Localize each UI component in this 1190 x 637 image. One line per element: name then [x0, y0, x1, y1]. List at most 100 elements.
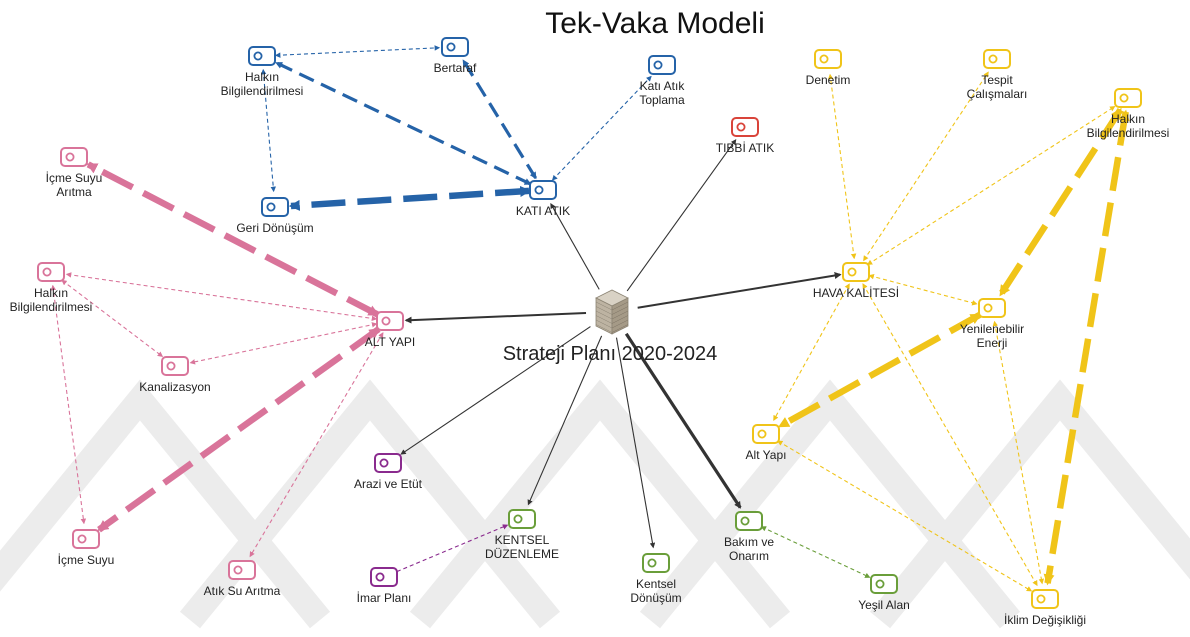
- tag-icon: [72, 529, 100, 549]
- edge-kati_atik-kati_atik_toplama: [551, 75, 652, 181]
- tag-icon: [642, 553, 670, 573]
- edge-alt_yapi-atik_su_aritma: [249, 332, 384, 558]
- node-imar[interactable]: İmar Planı: [357, 567, 412, 605]
- edge-alt_yapi-icme_suyu_aritma: [86, 161, 380, 318]
- node-label: İmar Planı: [357, 591, 412, 605]
- node-label: Bertaraf: [434, 61, 477, 75]
- node-label: Kanalizasyon: [139, 380, 210, 394]
- diagram-title: Tek-Vaka Modeli: [545, 7, 765, 40]
- node-label: Alt Yapı: [746, 448, 787, 462]
- edge-center-kati_atik: [550, 202, 600, 290]
- node-kati-atik[interactable]: KATI ATIK: [516, 180, 570, 218]
- node-bertaraf[interactable]: Bertaraf: [434, 37, 477, 75]
- edge-hava-denetim: [827, 73, 857, 260]
- edge-halkin_pink-kanalizasyon: [61, 279, 164, 357]
- tag-icon: [814, 49, 842, 69]
- tag-icon: [529, 180, 557, 200]
- tag-icon: [441, 37, 469, 57]
- tag-icon: [648, 55, 676, 75]
- node-iklim[interactable]: İklim Değişikliği: [1004, 589, 1086, 627]
- edge-center-kentsel_duzenleme: [527, 335, 603, 506]
- node-tibbi-atik[interactable]: TIBBİ ATIK: [716, 117, 774, 155]
- tag-icon: [376, 311, 404, 331]
- edge-kati_atik-geri_donusum: [288, 185, 532, 211]
- edge-center-hava: [637, 272, 842, 309]
- tag-icon: [1031, 589, 1059, 609]
- node-label: Atık Su Arıtma: [204, 584, 281, 598]
- node-atik-su-aritma[interactable]: Atık Su Arıtma: [204, 560, 281, 598]
- edge-kati_atik-halkin_blue: [275, 61, 532, 186]
- tag-icon: [161, 356, 189, 376]
- node-label: ALT YAPI: [365, 335, 415, 349]
- edge-alt_yapi-kanalizasyon: [189, 322, 378, 365]
- edge-bakim-yesil: [760, 526, 871, 578]
- node-geri-donusum[interactable]: Geri Dönüşüm: [236, 197, 314, 235]
- node-center[interactable]: Strateji Planı 2020-2024: [503, 289, 718, 365]
- node-label: Geri Dönüşüm: [236, 221, 313, 235]
- edge-alt_yapi-halkin_pink: [65, 272, 378, 322]
- tag-icon: [370, 567, 398, 587]
- edge-yenilenebilir-iklim: [992, 320, 1045, 585]
- node-label: Arazi ve Etüt: [354, 477, 423, 491]
- node-denetim[interactable]: Denetim: [806, 49, 851, 87]
- tag-icon: [842, 262, 870, 282]
- node-hava[interactable]: HAVA KALİTESİ: [813, 262, 899, 300]
- edges-layer: [50, 45, 1130, 592]
- edge-alt_yapi_y-iklim: [777, 440, 1033, 592]
- tag-icon: [752, 424, 780, 444]
- center-label: Strateji Planı 2020-2024: [503, 343, 718, 365]
- node-label: HAVA KALİTESİ: [813, 286, 899, 300]
- node-label: İçme Suyu: [58, 553, 115, 567]
- edge-center-arazi: [400, 326, 591, 455]
- tag-icon: [1114, 88, 1142, 108]
- node-label: TIBBİ ATIK: [716, 141, 774, 155]
- edge-hava-halkin_yellow: [866, 106, 1116, 266]
- tag-icon: [261, 197, 289, 217]
- cube-stack-icon: [595, 289, 629, 335]
- node-icme-suyu[interactable]: İçme Suyu: [58, 529, 115, 567]
- node-label: İklim Değişikliği: [1004, 613, 1086, 627]
- tag-icon: [735, 511, 763, 531]
- edge-halkin_yellow-iklim: [1043, 109, 1130, 586]
- tag-icon: [37, 262, 65, 282]
- tag-icon: [228, 560, 256, 580]
- tag-icon: [60, 147, 88, 167]
- tag-icon: [731, 117, 759, 137]
- node-arazi[interactable]: Arazi ve Etüt: [354, 453, 423, 491]
- edge-center-tibbi_atik: [626, 139, 737, 292]
- edge-center-kentsel_donusum: [615, 337, 656, 549]
- edge-halkin_pink-icme_suyu: [50, 284, 87, 525]
- tag-icon: [374, 453, 402, 473]
- node-yesil[interactable]: Yeşil Alan: [858, 574, 910, 612]
- node-kanalizasyon[interactable]: Kanalizasyon: [139, 356, 211, 394]
- node-alt-yapi[interactable]: ALT YAPI: [365, 311, 415, 349]
- tag-icon: [508, 509, 536, 529]
- tag-icon: [983, 49, 1011, 69]
- node-label: Yeşil Alan: [858, 598, 910, 612]
- edge-center-bakim: [624, 332, 742, 509]
- edge-kati_atik-bertaraf: [462, 59, 538, 180]
- node-alt-yapi-y[interactable]: Alt Yapı: [746, 424, 787, 462]
- edge-center-alt_yapi: [404, 312, 587, 324]
- node-label: Denetim: [806, 73, 851, 87]
